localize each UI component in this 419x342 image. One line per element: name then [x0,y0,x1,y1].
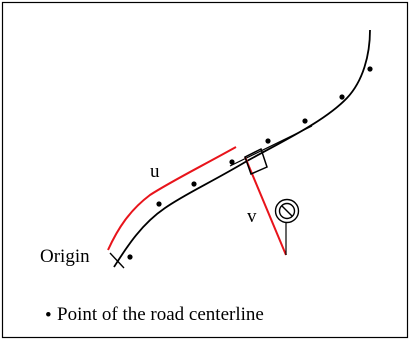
centerline-point [265,138,271,144]
centerline-point [191,181,197,187]
origin-label: Origin [40,246,90,267]
right-angle-icon [244,147,268,176]
no-entry-sign-icon [274,198,300,255]
diagram-frame [1,1,409,339]
tangent-line [229,125,313,167]
legend-text: Point of the road centerline [57,304,264,325]
centerline-point [302,118,308,124]
centerline-point [367,66,373,72]
road-centerline [113,29,371,268]
u-label: u [150,161,160,182]
origin-tick [109,252,125,269]
centerline-point [156,201,162,207]
centerline-point [339,94,345,100]
v-label: v [247,206,257,227]
legend-bullet: • [45,305,52,326]
u-distance-line [107,146,237,251]
centerline-points [127,66,373,260]
centerline-point [127,254,133,260]
centerline-point [229,159,235,165]
